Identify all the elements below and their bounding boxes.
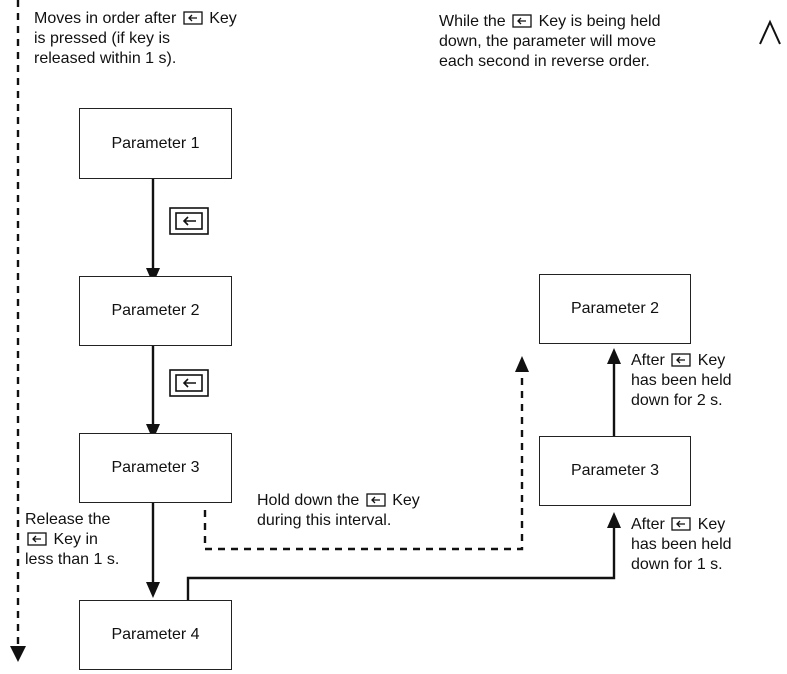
note-after-2s: After Key has been held down for 2 s. (631, 352, 732, 409)
parameter-label: Parameter 2 (111, 302, 200, 319)
parameter-label: Parameter 2 (570, 300, 660, 317)
left-parameter-1-box: Parameter 1 (79, 108, 232, 179)
parameter-label: Parameter 4 (111, 626, 200, 643)
note-hold-interval: Hold down the Key during this interval. (257, 492, 420, 529)
note-after-1s: After Key has been held down for 1 s. (631, 516, 732, 573)
parameter-label: Parameter 3 (111, 459, 200, 476)
left-parameter-4-box: Parameter 4 (79, 600, 232, 670)
note-held-down: While the Key is being held down, the pa… (439, 13, 661, 70)
arrowhead-hold (515, 356, 529, 372)
note-moves-in-order: Moves in order after Key is pressed (if … (34, 10, 237, 67)
left-parameter-3-box: Parameter 3 (79, 433, 232, 503)
right-parameter-2-box: Parameter 2 (539, 274, 691, 344)
parameter-label: Parameter 3 (570, 462, 660, 479)
arrowhead-order (10, 646, 26, 662)
enter-key-icon (512, 14, 532, 28)
right-parameter-3-box: Parameter 3 (539, 436, 691, 506)
key-icon-boxed-2 (169, 369, 209, 397)
path-p4-to-right-p3 (186, 528, 616, 604)
enter-key-icon (366, 493, 386, 507)
corner-mark (759, 19, 781, 45)
arrowhead-right-p3 (607, 512, 621, 528)
left-parameter-2-box: Parameter 2 (79, 276, 232, 346)
enter-key-icon (671, 517, 691, 531)
arrowhead-right-p2 (607, 348, 621, 364)
parameter-label: Parameter 1 (111, 134, 200, 152)
arrowhead-p3 (146, 424, 160, 440)
note-release: Release the Key in less than 1 s. (25, 511, 120, 568)
enter-key-icon (27, 532, 47, 546)
hold-dashed-path (203, 370, 524, 551)
enter-key-icon (183, 11, 203, 25)
enter-key-icon (671, 353, 691, 367)
key-icon-boxed-1 (169, 207, 209, 235)
arrowhead-p4 (146, 582, 160, 598)
